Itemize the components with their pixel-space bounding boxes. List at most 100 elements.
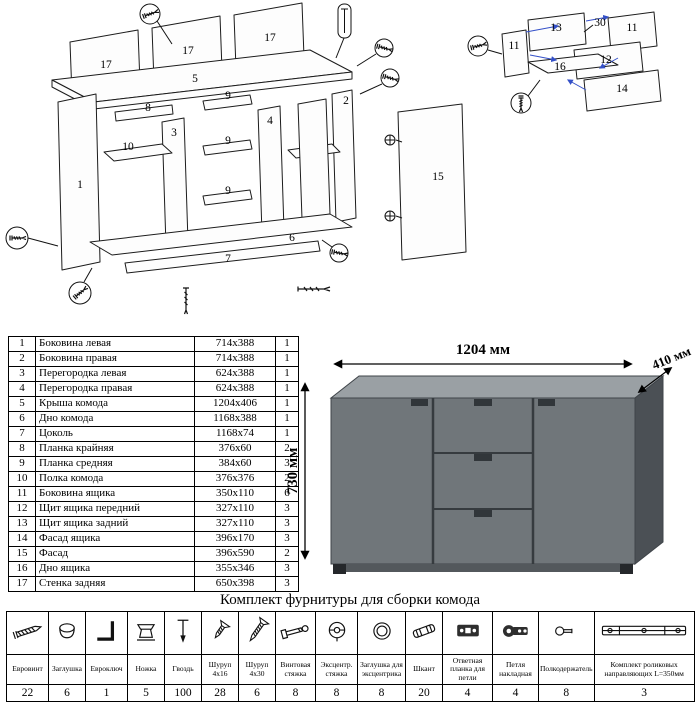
- part-number: 5: [8, 396, 36, 412]
- hardware-qty: 20: [405, 684, 443, 702]
- part-size: 327x110: [194, 516, 276, 532]
- part-number: 3: [8, 366, 36, 382]
- part-label-9: 9: [225, 135, 231, 147]
- part-name: Полка комода: [35, 471, 195, 487]
- part-label-2: 2: [343, 95, 349, 107]
- hardware-name-row: Евровинт Заглушка Евроключ Ножка Гвоздь …: [6, 654, 695, 685]
- drawer-gaps: [433, 452, 533, 510]
- part-name: Перегородка правая: [35, 381, 195, 397]
- nail-icon: [164, 611, 202, 655]
- part-label-11: 11: [508, 40, 519, 52]
- part-size: 355x346: [194, 561, 276, 577]
- part-number: 11: [8, 486, 36, 502]
- exploded-diagram: 17 17 17 5 8 3 9 9 9 4 1 2 10 6 7 15: [0, 0, 700, 334]
- hardware-name: Гвоздь: [164, 654, 202, 685]
- part-number: 2: [8, 351, 36, 367]
- part-size: 396x590: [194, 546, 276, 562]
- door-gaps: [431, 398, 535, 564]
- hardware-qty: 100: [164, 684, 202, 702]
- exploded-diagram-svg: 17 17 17 5 8 3 9 9 9 4 1 2 10 6 7 15: [5, 2, 662, 315]
- part-size: 350x110: [194, 486, 276, 502]
- drawer-subassembly: [501, 11, 662, 112]
- hardware-name: Шуруп 4x30: [238, 654, 276, 685]
- hardware-qty: 8: [275, 684, 316, 702]
- hinge-plate-icon: [442, 611, 493, 655]
- hardware-name: Петля накладная: [492, 654, 539, 685]
- dowel-icon: [405, 611, 443, 655]
- cabinet-side-face: [634, 374, 664, 566]
- hardware-name: Шкант: [405, 654, 443, 685]
- hardware-icon-row: [6, 611, 695, 655]
- part-name: Крыша комода: [35, 396, 195, 412]
- height-dimension-label: 730 мм: [285, 448, 301, 495]
- part-size: 1168x74: [194, 426, 276, 442]
- hardware-name: Ножка: [127, 654, 165, 685]
- plinth: [343, 564, 623, 572]
- part-label-16: 16: [554, 61, 566, 73]
- part-size: 327x110: [194, 501, 276, 517]
- part-size: 376x60: [194, 441, 276, 457]
- cam-lock-icon: [315, 611, 358, 655]
- part-name: Фасад: [35, 546, 195, 562]
- drawer-slide-icon: [593, 611, 695, 655]
- part-label-10: 10: [122, 141, 134, 153]
- cabinet-panels: [51, 2, 467, 274]
- hardware-qty: 6: [238, 684, 276, 702]
- part-label-17: 17: [100, 59, 112, 71]
- part-label-7: 7: [225, 253, 231, 265]
- part-label-8: 8: [145, 102, 151, 114]
- drawer-diagram-labels: 11 13 11 12 16 14 30: [508, 17, 637, 95]
- part-size: 624x388: [194, 366, 276, 382]
- loose-screw-icons: [183, 286, 331, 315]
- hardware-name: Евровинт: [6, 654, 49, 685]
- hinge-mark-icons: [384, 134, 403, 222]
- depth-dimension-arrow: [637, 366, 673, 394]
- part-number: 9: [8, 456, 36, 472]
- part-label-15: 15: [432, 171, 444, 183]
- hardware-qty: 4: [442, 684, 493, 702]
- angle-annotation: 30: [594, 17, 606, 29]
- hardware-name: Полкодержатель: [538, 654, 595, 685]
- part-size: 714x388: [194, 336, 276, 352]
- cabinet-front-face: [330, 397, 636, 565]
- main-diagram-labels: 17 17 17 5 8 3 9 9 9 4 1 2 10 6 7 15: [77, 32, 444, 265]
- part-number: 15: [8, 546, 36, 562]
- part-label-13: 13: [550, 22, 562, 34]
- hardware-qty: 28: [201, 684, 239, 702]
- part-name: Дно комода: [35, 411, 195, 427]
- product-render-svg: 1204 мм 730 мм 410 мм: [285, 342, 693, 574]
- part-number: 6: [8, 411, 36, 427]
- hardware-name: Заглушка для эксцентрика: [357, 654, 406, 685]
- hardware-name: Эксцентр. стяжка: [315, 654, 358, 685]
- part-label-5: 5: [192, 73, 198, 85]
- part-label-17: 17: [182, 45, 194, 57]
- part-name: Перегородка левая: [35, 366, 195, 382]
- hardware-table: Евровинт Заглушка Евроключ Ножка Гвоздь …: [6, 611, 695, 702]
- part-name: Планка крайняя: [35, 441, 195, 457]
- part-qty: 1: [275, 351, 299, 367]
- part-name: Боковина правая: [35, 351, 195, 367]
- hardware-name: Евроключ: [85, 654, 128, 685]
- part-name: Боковина ящика: [35, 486, 195, 502]
- screw-4x30-icon: [238, 611, 276, 655]
- product-render: 1204 мм 730 мм 410 мм: [283, 336, 700, 588]
- part-name: Стенка задняя: [35, 576, 195, 592]
- leg-icon: [127, 611, 165, 655]
- part-label-6: 6: [289, 232, 295, 244]
- part-name: Цоколь: [35, 426, 195, 442]
- part-size: 396x170: [194, 531, 276, 547]
- part-size: 650x398: [194, 576, 276, 592]
- part-name: Щит ящика передний: [35, 501, 195, 517]
- hardware-qty: 6: [48, 684, 86, 702]
- part-number: 14: [8, 531, 36, 547]
